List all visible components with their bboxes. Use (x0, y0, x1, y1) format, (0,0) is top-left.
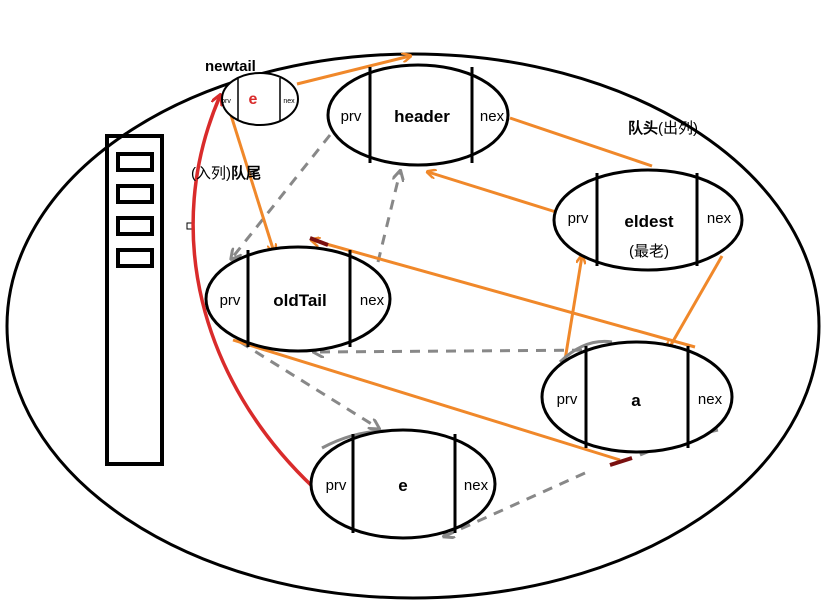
queue-tail-bold: 队尾 (231, 164, 261, 182)
oldtail-value: oldTail (273, 291, 327, 310)
eldest-sub-label: (最老) (629, 243, 669, 260)
queue-tail-label: (入列)队尾 (191, 164, 261, 182)
gray-arc (558, 339, 613, 364)
e-value: e (398, 476, 407, 495)
queue-head-paren: (出列) (658, 120, 698, 137)
e-nex-label: nex (464, 477, 489, 494)
red-insert-curve (191, 96, 315, 489)
header-value: header (394, 107, 450, 126)
eldest-value: eldest (624, 212, 673, 231)
header-prv-label: prv (341, 108, 362, 125)
a-value: a (631, 391, 641, 410)
oldtail-nex-label: nex (360, 292, 385, 309)
bucket-slot (116, 216, 154, 236)
newtail-prv-label: prv (221, 98, 231, 105)
node-newtail: prv e nex (221, 72, 299, 126)
dark-red-tick (609, 456, 633, 467)
gray-before-links (232, 134, 601, 536)
node-header: prv header nex (326, 63, 510, 167)
e-prv-label: prv (326, 477, 347, 494)
a-prv-label: prv (557, 391, 578, 408)
queue-head-label: 队头(出列) (628, 119, 698, 137)
queue-tail-paren: (入列) (191, 165, 231, 182)
bucket-slot (116, 152, 154, 172)
eldest-nex-label: nex (707, 210, 732, 227)
newtail-value: e (249, 91, 258, 108)
node-e: prv e nex (309, 428, 497, 540)
bucket-slot (116, 184, 154, 204)
header-nex-label: nex (480, 108, 505, 125)
bucket-slot (116, 248, 154, 268)
node-eldest: prv eldest (最老) nex (552, 168, 744, 272)
node-a: prv a nex (540, 340, 734, 454)
dark-red-tick (309, 236, 329, 247)
newtail-title: newtail (205, 58, 256, 75)
oldtail-prv-label: prv (220, 292, 241, 309)
node-oldtail: prv oldTail nex (204, 245, 392, 353)
bucket-array (105, 134, 164, 466)
queue-head-bold: 队头 (628, 119, 658, 137)
newtail-nex-label: nex (283, 98, 295, 105)
orange-links (228, 56, 724, 462)
a-nex-label: nex (698, 391, 723, 408)
eldest-prv-label: prv (568, 210, 589, 227)
